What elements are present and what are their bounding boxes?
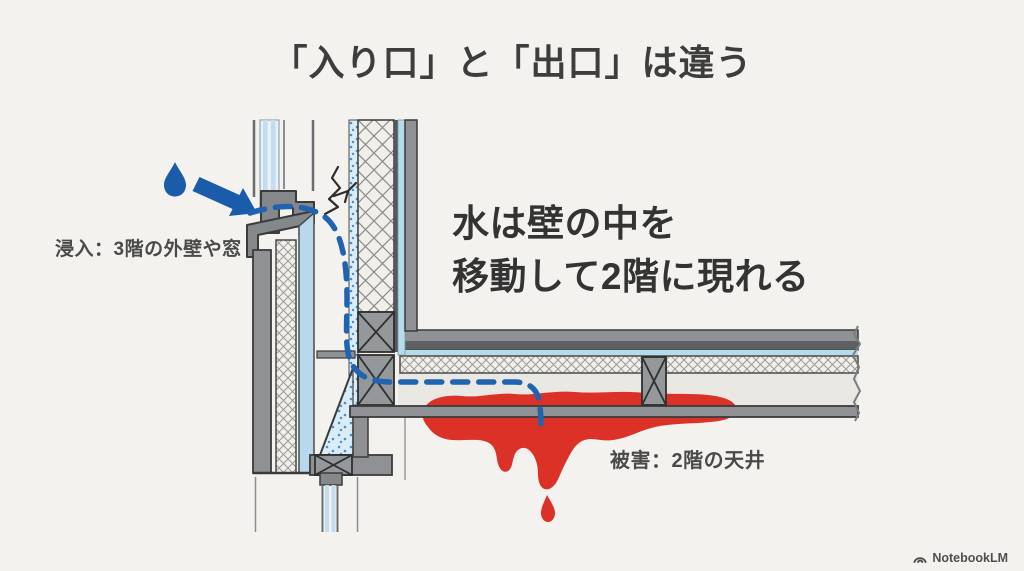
lumber-blocking-floor xyxy=(641,356,667,406)
notebooklm-logo-text: NotebookLM xyxy=(932,551,1008,565)
drain-panel xyxy=(298,211,315,474)
floor-break-edge xyxy=(851,325,862,422)
floor-slab-core xyxy=(402,341,858,349)
wall-insulation xyxy=(357,119,395,313)
wall-crack xyxy=(323,165,358,216)
explanation-line1: 水は壁の中を xyxy=(452,203,677,244)
lumber-blocking-head xyxy=(314,454,353,476)
explanation-text: 水は壁の中を 移動して2階に現れる xyxy=(452,197,809,303)
lower-window-frame xyxy=(319,472,343,486)
floor-membrane xyxy=(398,350,858,356)
exterior-wall-with-window xyxy=(246,119,406,532)
flow-arrow-icon xyxy=(192,177,257,216)
horizontal-member xyxy=(316,350,356,359)
floor-assembly xyxy=(398,329,859,406)
notebooklm-watermark: NotebookLM xyxy=(912,551,1008,565)
water-drop-icon xyxy=(164,162,186,197)
exterior-cladding xyxy=(252,249,272,474)
wall-inner-board xyxy=(394,120,398,352)
lower-window xyxy=(321,485,339,532)
falling-drop xyxy=(541,495,555,522)
wall-membrane xyxy=(397,119,406,356)
ceiling-board xyxy=(349,405,859,418)
wall-sheathing-speckled xyxy=(348,119,359,406)
inlet-label: 浸入：3階の外壁や窓 xyxy=(55,239,242,260)
main-wall-column xyxy=(348,119,418,406)
floor-insulation xyxy=(399,355,859,374)
notebooklm-logo-icon xyxy=(913,557,927,563)
explanation-line2: 移動して2階に現れる xyxy=(452,256,810,297)
wall-below-floor xyxy=(352,416,369,458)
damage-label: 被害：2階の天井 xyxy=(610,450,766,472)
page-title: 「入り口」と「出口」は違う xyxy=(271,42,753,83)
sealant-wedge xyxy=(319,367,354,456)
exterior-insulation xyxy=(275,239,297,474)
lumber-blocking-upper xyxy=(357,311,395,353)
interior-finish xyxy=(404,119,418,332)
upper-window xyxy=(246,119,315,258)
